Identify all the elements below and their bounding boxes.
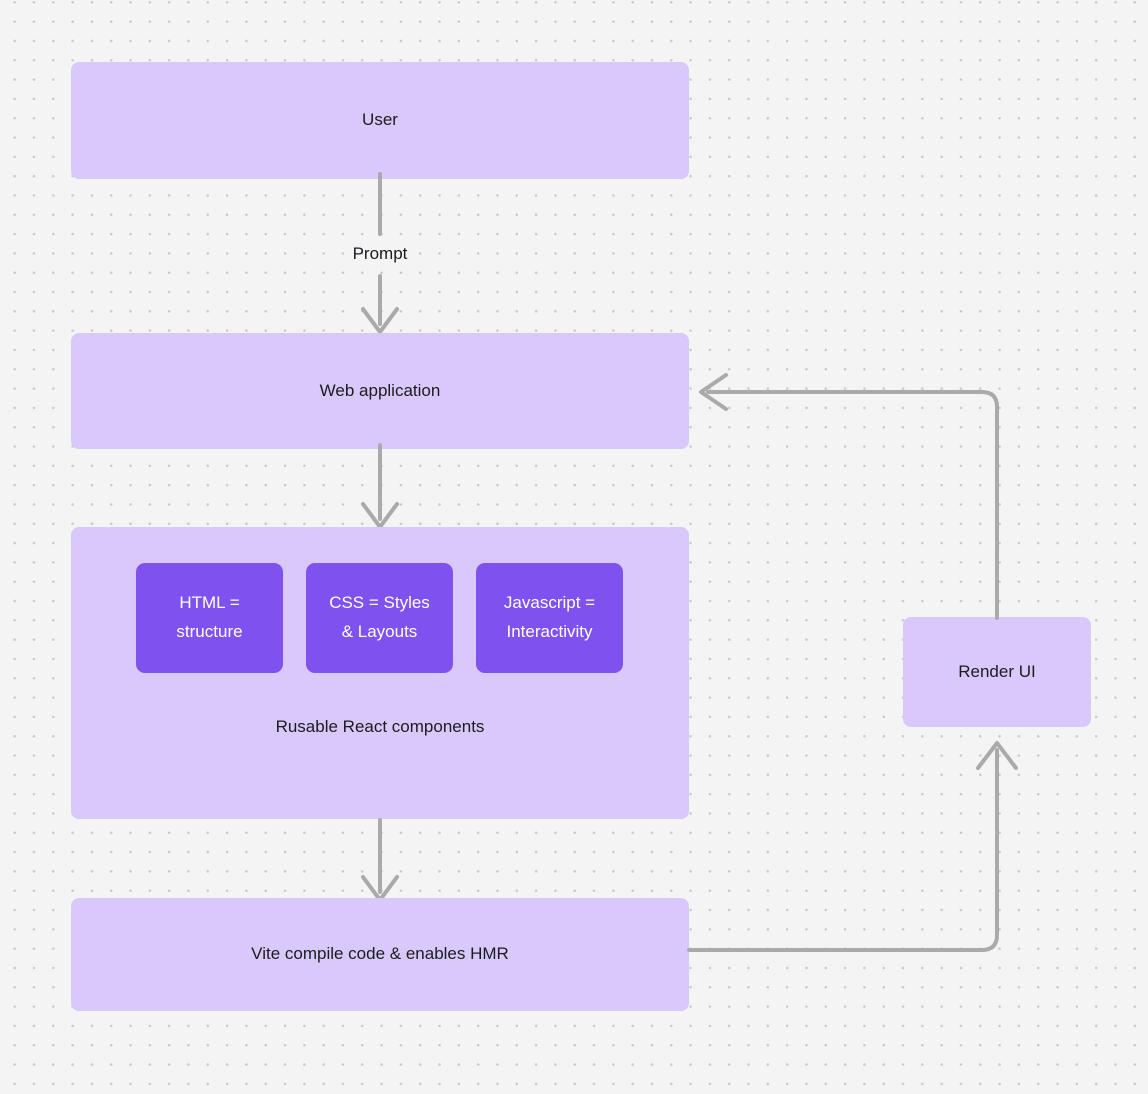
node-vite-label: Vite compile code & enables HMR [251,944,509,964]
node-render-ui-label: Render UI [958,661,1036,681]
node-css-label-line1: CSS = Styles [329,593,430,613]
edge-render-ui-to-web-application [699,373,999,620]
node-css[interactable]: CSS = Styles & Layouts [306,563,453,673]
node-components-caption: Rusable React components [275,717,485,736]
node-web-application[interactable]: Web application [71,333,689,449]
edge-web-application-to-components [361,443,399,529]
node-vite[interactable]: Vite compile code & enables HMR [71,898,689,1011]
edge-label-prompt: Prompt [352,244,408,263]
node-user[interactable]: User [71,62,689,179]
node-html-label-line2: structure [176,622,243,641]
node-css-label-line2: & Layouts [341,622,418,641]
node-javascript-label-line1: Javascript = [503,593,596,613]
node-javascript[interactable]: Javascript = Interactivity [476,563,623,673]
node-html-label-line1: HTML = [179,593,240,613]
node-user-label: User [362,110,398,130]
node-web-application-label: Web application [319,380,441,400]
node-javascript-label-line2: Interactivity [506,622,593,641]
edge-components-to-vite [361,818,399,902]
node-html[interactable]: HTML = structure [136,563,283,673]
node-render-ui[interactable]: Render UI [903,617,1091,727]
